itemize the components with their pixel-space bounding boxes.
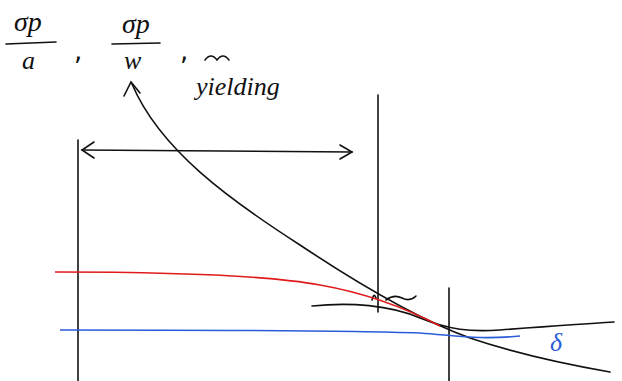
stress-symbol: σp bbox=[122, 10, 150, 38]
boundary-line bbox=[448, 288, 450, 381]
arrow-head bbox=[340, 145, 352, 159]
scribble bbox=[205, 56, 229, 60]
fraction-bar bbox=[6, 42, 56, 44]
boundary-line bbox=[77, 140, 79, 381]
curve bbox=[312, 304, 614, 330]
delta-label: δ bbox=[548, 330, 564, 356]
yielding-label: yielding bbox=[196, 74, 280, 100]
curve bbox=[132, 84, 610, 372]
blue-curve bbox=[60, 330, 520, 338]
comma: , bbox=[74, 38, 82, 64]
denominator: w bbox=[124, 48, 141, 74]
stress-symbol: σp bbox=[14, 8, 42, 36]
comma: , bbox=[180, 38, 188, 64]
denominator: a bbox=[22, 48, 35, 74]
span-arrow bbox=[82, 150, 352, 152]
fraction-bar bbox=[112, 43, 160, 44]
arrow-head bbox=[124, 82, 140, 96]
red-curve bbox=[55, 272, 440, 326]
boundary-line bbox=[377, 95, 379, 312]
arrow-head bbox=[82, 142, 94, 158]
